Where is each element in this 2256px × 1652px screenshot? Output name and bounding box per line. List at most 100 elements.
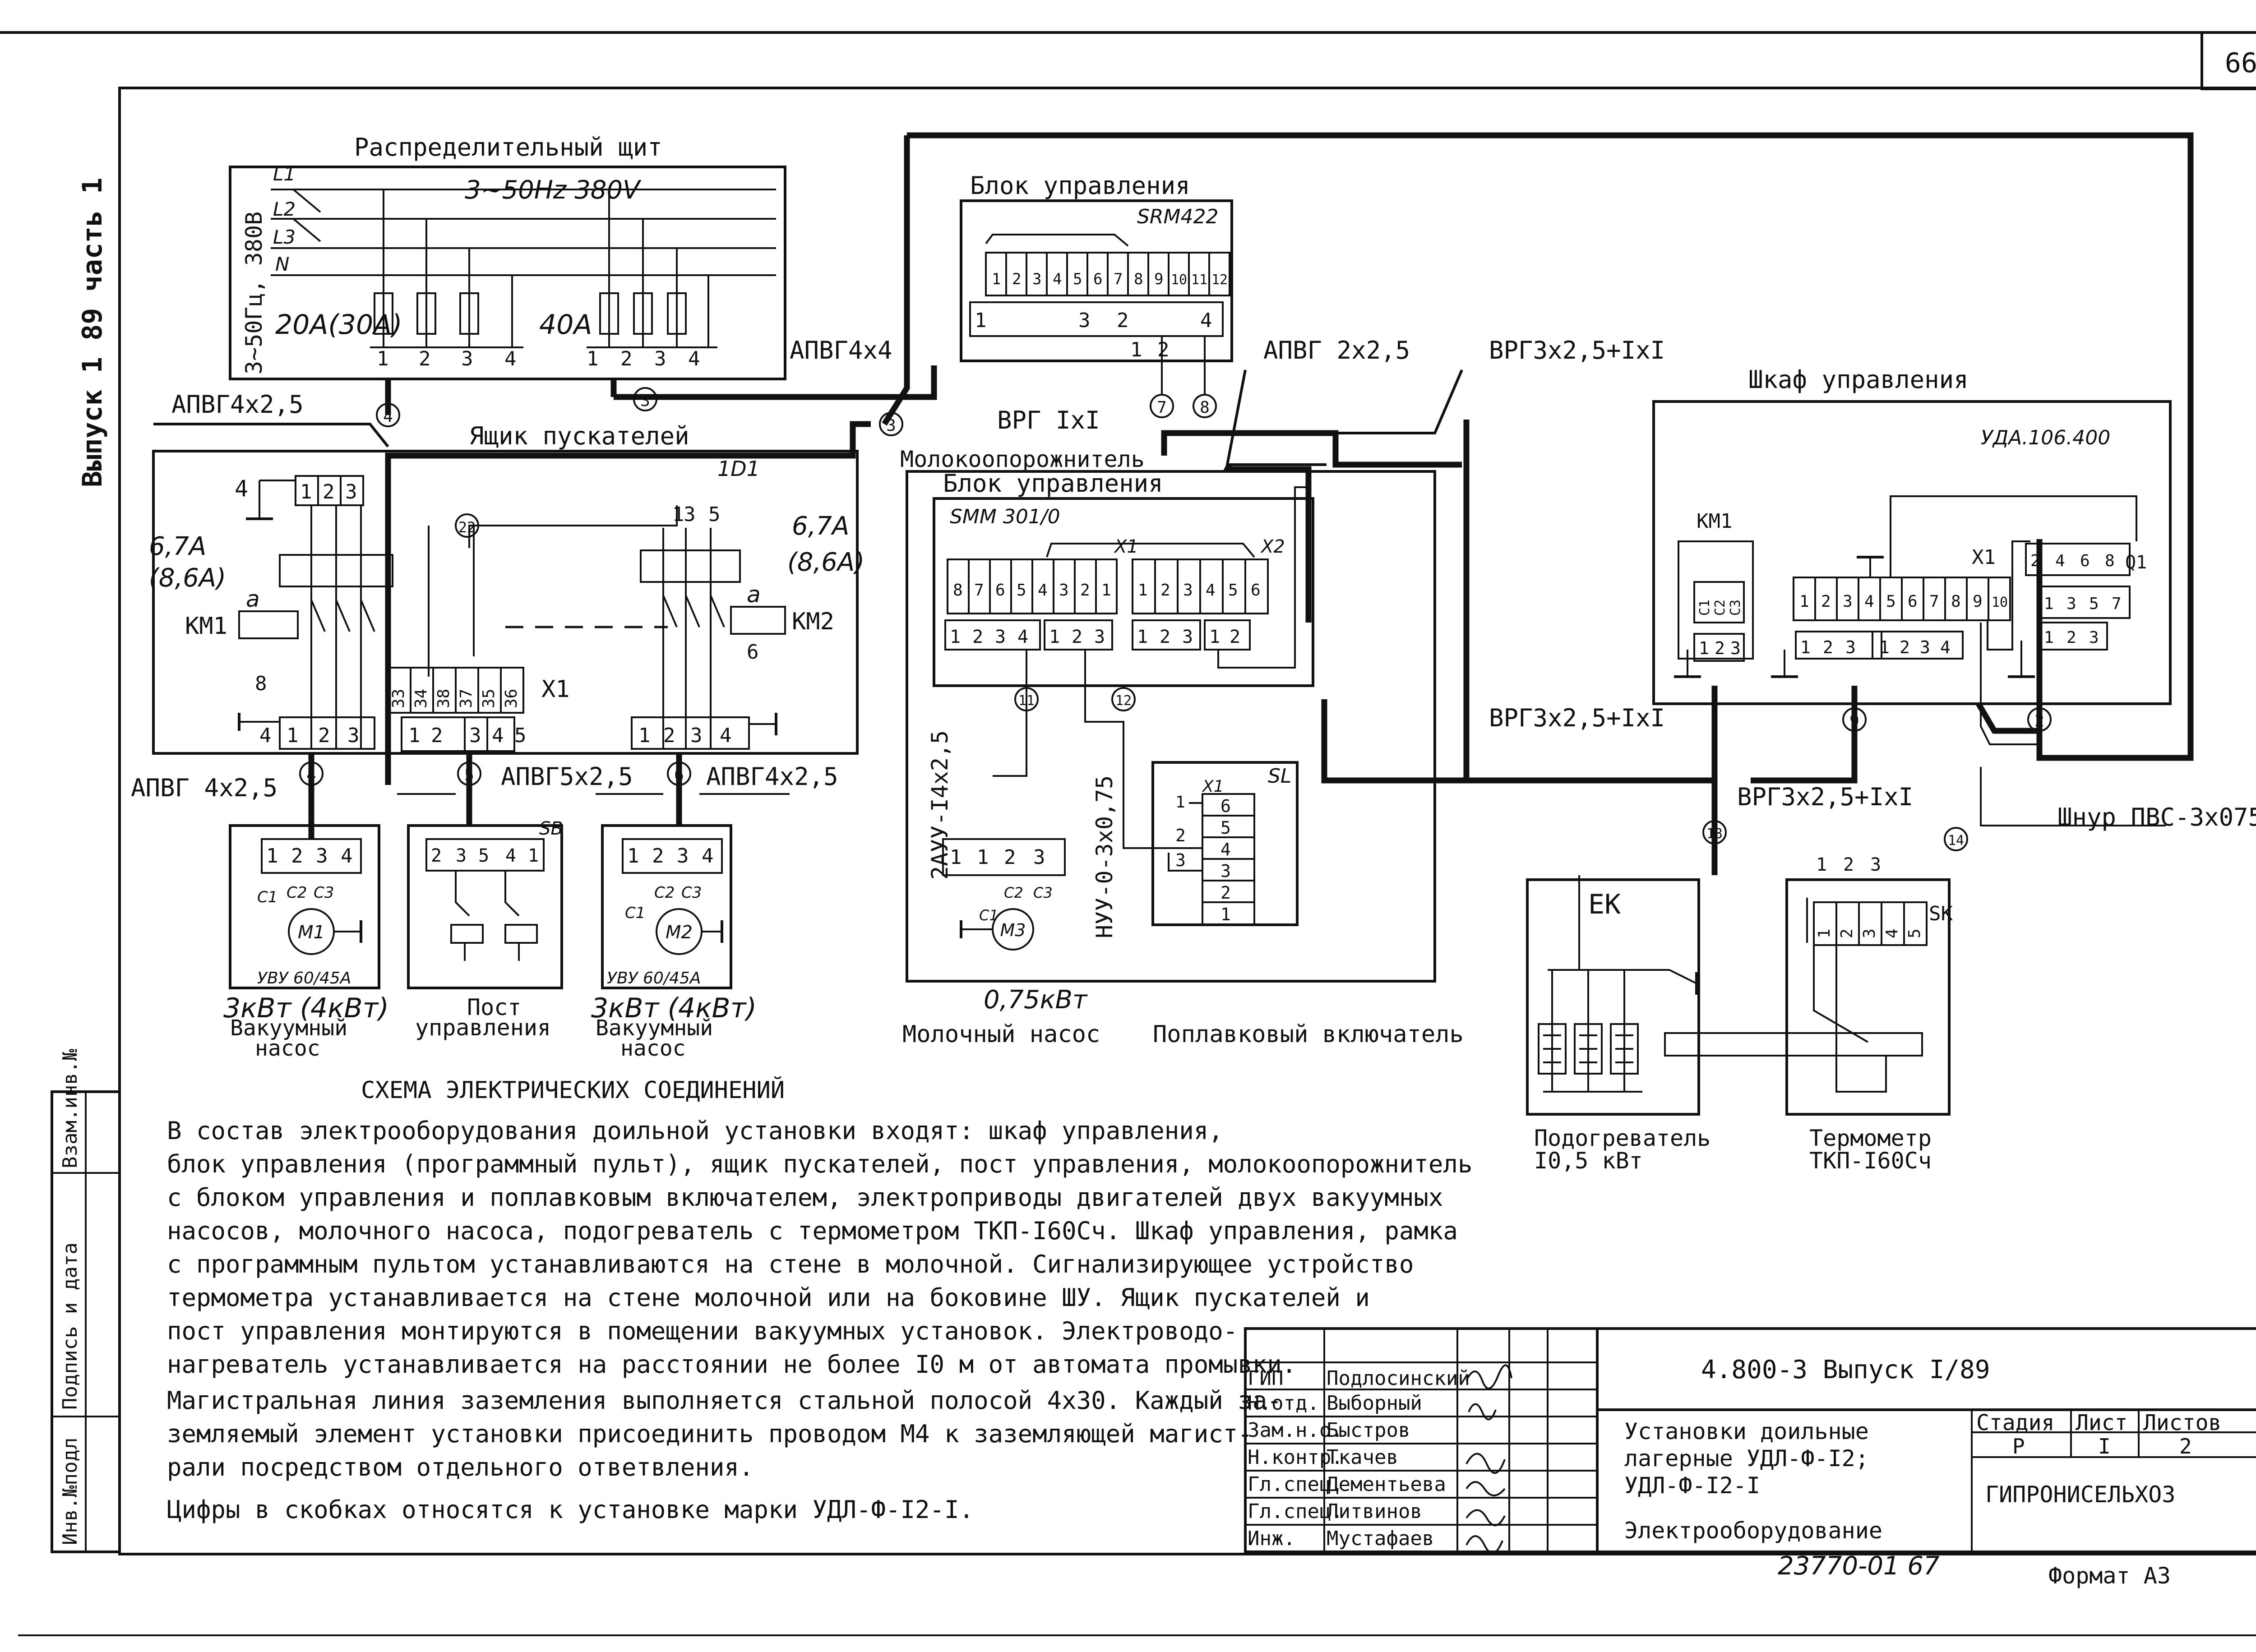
svg-text:а: а xyxy=(246,586,260,612)
svg-text:8: 8 xyxy=(255,672,267,695)
svg-text:34: 34 xyxy=(412,689,430,708)
float-switch-sl: SL Х1 6 5 4 3 2 1 1 2 3 xyxy=(1123,761,1299,926)
svg-text:(8,6А): (8,6А) xyxy=(149,563,226,593)
margin-label-3: Инв.№подл xyxy=(59,1438,82,1545)
svg-text:3: 3 xyxy=(1845,637,1856,657)
svg-text:Электрооборудование: Электрооборудование xyxy=(1624,1518,1882,1544)
svg-text:4: 4 xyxy=(702,844,714,868)
control-unit-srm422 xyxy=(960,199,1233,362)
svg-text:3: 3 xyxy=(684,503,696,526)
km2-label: КМ2 xyxy=(792,608,834,635)
svg-text:3: 3 xyxy=(995,627,1006,647)
svg-text:С1: С1 xyxy=(1697,600,1713,616)
svg-text:1: 1 xyxy=(2044,595,2054,613)
stamp-code: 4.800-3 Выпуск I/89 xyxy=(1701,1355,1990,1384)
svg-text:3: 3 xyxy=(347,724,360,747)
svg-text:11: 11 xyxy=(1191,272,1207,288)
cable-c5: ВРГ3х2,5+IхI xyxy=(1489,336,1665,365)
starters-mark: 1D1 xyxy=(717,457,760,481)
svg-text:3: 3 xyxy=(456,845,467,866)
svg-text:ГИПРОНИСЕЛЬХОЗ: ГИПРОНИСЕЛЬХОЗ xyxy=(1985,1481,2175,1508)
svg-text:12: 12 xyxy=(1115,693,1132,709)
svg-text:3: 3 xyxy=(1860,928,1879,938)
title-block xyxy=(1244,1327,2256,1553)
svg-text:5: 5 xyxy=(2089,595,2099,613)
inner-frame xyxy=(118,87,2256,1555)
svg-text:1: 1 xyxy=(638,724,651,747)
svg-text:2: 2 xyxy=(1157,338,1170,361)
svg-text:I0,5 кВт: I0,5 кВт xyxy=(1534,1148,1643,1174)
svg-text:Листов: Листов xyxy=(2143,1410,2221,1435)
svg-text:3: 3 xyxy=(1182,627,1193,647)
svg-text:1: 1 xyxy=(627,844,639,868)
svg-text:насос: насос xyxy=(620,1036,686,1061)
svg-text:Ткачев: Ткачев xyxy=(1327,1446,1398,1469)
svg-text:Н.контр.: Н.контр. xyxy=(1248,1446,1343,1469)
svg-text:Х1: Х1 xyxy=(1202,777,1224,796)
svg-text:6: 6 xyxy=(995,581,1005,600)
svg-text:9: 9 xyxy=(1849,712,1859,730)
svg-text:4: 4 xyxy=(1883,928,1901,938)
svg-text:2: 2 xyxy=(2066,628,2076,647)
svg-text:2: 2 xyxy=(620,347,633,370)
description-line-8: нагреватель устанавливается на расстояни… xyxy=(167,1350,1297,1379)
cabinet-title: Шкаф управления xyxy=(1748,365,1969,394)
svg-text:2: 2 xyxy=(2030,552,2040,570)
svg-text:С2: С2 xyxy=(1712,600,1728,616)
svg-text:2: 2 xyxy=(1160,581,1170,600)
svg-text:5: 5 xyxy=(478,845,489,866)
svg-text:10: 10 xyxy=(1992,595,2008,610)
svg-text:13: 13 xyxy=(1706,826,1723,842)
svg-text:2: 2 xyxy=(2034,712,2044,730)
svg-text:Мустафаев: Мустафаев xyxy=(1327,1527,1434,1550)
svg-text:3: 3 xyxy=(1175,850,1186,870)
description-line-10: земляемый элемент установки присоединить… xyxy=(167,1420,1253,1448)
svg-text:Стадия: Стадия xyxy=(1976,1410,2054,1435)
svg-text:1: 1 xyxy=(1816,854,1827,875)
svg-text:2: 2 xyxy=(318,724,330,747)
svg-text:1: 1 xyxy=(587,347,599,370)
svg-text:Блок управления: Блок управления xyxy=(943,469,1163,498)
svg-text:6: 6 xyxy=(1093,270,1102,288)
svg-text:4: 4 xyxy=(1200,309,1212,332)
description-line-9: Магистральная линия заземления выполняет… xyxy=(167,1386,1282,1415)
description-heading: СХЕМА ЭЛЕКТРИЧЕСКИХ СОЕДИНЕНИЙ xyxy=(361,1077,785,1104)
svg-text:1: 1 xyxy=(992,270,1001,288)
svg-text:С1: С1 xyxy=(625,904,645,922)
smm-pins-a: 8 7 6 5 4 3 2 1 xyxy=(953,559,1111,614)
svg-text:3кВт (4кВт): 3кВт (4кВт) xyxy=(223,992,389,1024)
svg-text:35: 35 xyxy=(480,689,498,708)
svg-text:Пост: Пост xyxy=(467,994,521,1020)
svg-text:9: 9 xyxy=(1973,592,1983,611)
starters-title: Ящик пускателей xyxy=(469,422,689,450)
svg-text:1: 1 xyxy=(672,503,684,526)
distribution-panel xyxy=(229,166,786,380)
svg-text:1: 1 xyxy=(1130,338,1142,361)
svg-text:Вакуумный: Вакуумный xyxy=(230,1015,347,1041)
vacuum-pump-m1: 1 2 3 4 М1 С1 С2 С3 УВУ 60/45А xyxy=(229,824,380,989)
svg-text:3: 3 xyxy=(316,844,328,868)
svg-text:SB: SB xyxy=(539,818,563,839)
svg-text:С1: С1 xyxy=(979,907,999,924)
svg-text:2: 2 xyxy=(1117,309,1129,332)
svg-text:С2: С2 xyxy=(654,884,675,902)
svg-text:7: 7 xyxy=(1929,592,1939,611)
svg-text:1: 1 xyxy=(2044,628,2054,647)
svg-text:14: 14 xyxy=(1948,833,1964,849)
phase-L2: L2 xyxy=(273,198,296,220)
svg-text:6: 6 xyxy=(1251,581,1261,600)
svg-text:5: 5 xyxy=(1886,592,1896,611)
svg-text:10: 10 xyxy=(1171,272,1187,288)
vacuum-pump-m2: 1 2 3 4 М2 С1 С2 С3 УВУ 60/45А xyxy=(601,824,732,989)
svg-text:1: 1 xyxy=(1815,928,1834,938)
svg-text:37: 37 xyxy=(457,689,476,708)
svg-text:4: 4 xyxy=(1864,592,1874,611)
svg-text:М2: М2 xyxy=(666,922,693,943)
svg-text:7: 7 xyxy=(1114,270,1123,288)
svg-text:3кВт (4кВт): 3кВт (4кВт) xyxy=(591,992,757,1024)
svg-text:Подлосинский: Подлосинский xyxy=(1327,1367,1470,1390)
svg-text:2: 2 xyxy=(1900,637,1910,657)
svg-text:1: 1 xyxy=(300,480,312,503)
description-line-12: Цифры в скобках относятся к установке ма… xyxy=(167,1495,974,1524)
